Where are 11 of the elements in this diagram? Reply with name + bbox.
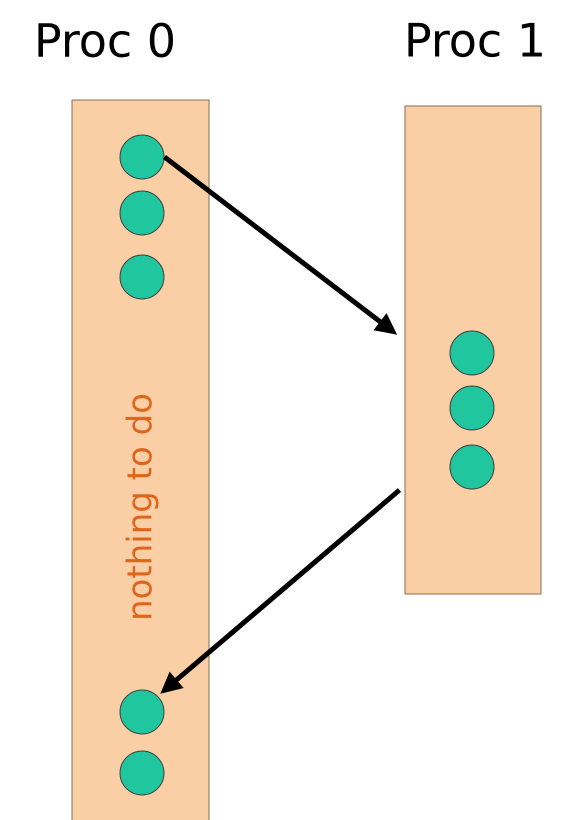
processor-heading: Proc 1 <box>408 22 542 58</box>
task-circle <box>120 190 164 236</box>
processor-heading: Proc 0 <box>38 22 173 58</box>
task-circle <box>120 750 164 796</box>
task-circle <box>450 386 494 430</box>
task-circle <box>450 444 494 490</box>
task-circle <box>120 690 164 734</box>
status-text: nothing to do <box>126 394 158 618</box>
task-circle <box>450 330 494 376</box>
task-circle <box>120 134 164 180</box>
task-circle <box>120 254 164 300</box>
